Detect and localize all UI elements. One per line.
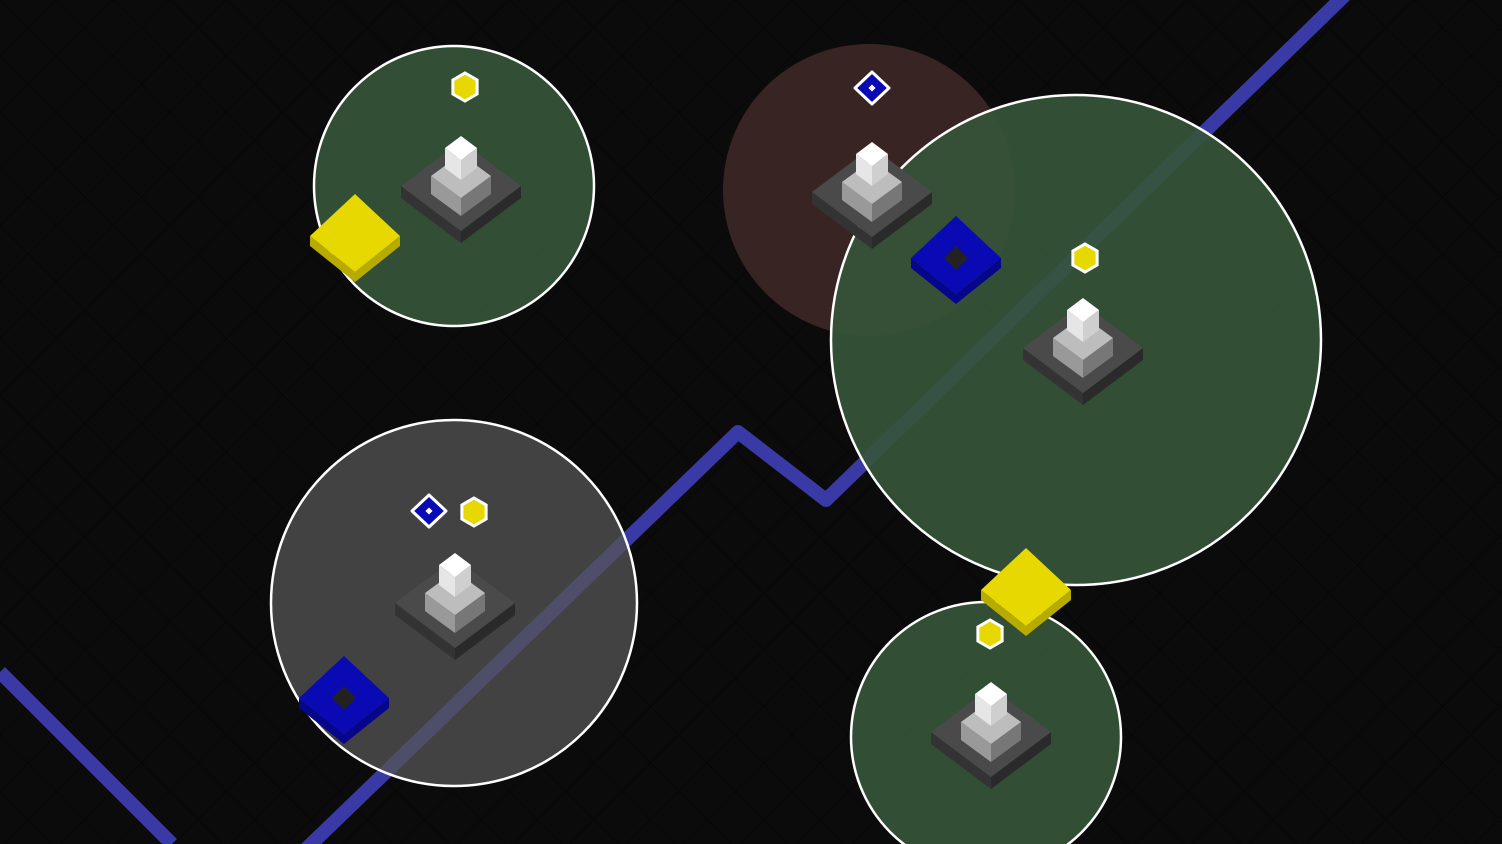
block-top [310,194,400,272]
tower-cube-top [856,142,888,166]
tower-step [991,722,1021,762]
yellow-block[interactable] [310,194,400,282]
yellow-hexagon-icon [1071,242,1099,274]
tower-cube-top [439,553,471,577]
yellow-hexagon-icon [976,618,1004,650]
tower-base-side [872,192,932,249]
block-side [1026,590,1071,636]
diamond-center-dot [425,507,433,515]
tower-cube [1067,310,1083,342]
tower-step [431,176,461,216]
tower-cube [445,148,461,180]
tower-step [842,182,872,222]
tower-cube-top [1067,298,1099,322]
tower-step [872,182,902,222]
tower[interactable] [395,493,515,660]
diamond-center-dot [868,84,876,92]
block-side [299,698,344,744]
tower-step [1083,338,1113,378]
yellow-block[interactable] [981,548,1071,636]
tower-step [425,593,455,633]
tower-cube [872,154,888,186]
yellow-hexagon-icon [460,496,488,528]
block-side [981,590,1026,636]
tower-base-side [931,732,991,789]
block-hole [332,686,356,710]
blue-ring-block[interactable] [299,656,389,744]
tower-base-side [812,192,872,249]
tower[interactable] [812,70,932,249]
tower-step [455,593,485,633]
tower-step [1053,338,1083,378]
tower-cube-top [445,136,477,160]
path-segment [0,667,177,844]
tower-base-side [1083,348,1143,405]
tower[interactable] [401,71,521,243]
tower-cube [1083,310,1099,342]
tower-base-side [991,732,1051,789]
tower-step [961,722,991,762]
block-top [981,548,1071,626]
blue-ring-block[interactable] [911,216,1001,304]
tower-cube [439,565,455,597]
tower-base-side [455,603,515,660]
tower-cube-top [975,682,1007,706]
tower-cube [461,148,477,180]
block-side [956,258,1001,304]
tower-base-side [461,186,521,243]
block-side [310,236,355,282]
tower[interactable] [1023,242,1143,405]
tower[interactable] [931,618,1051,789]
tower-step [461,176,491,216]
tower-base-side [401,186,461,243]
block-side [355,236,400,282]
tower-cube [991,694,1007,726]
yellow-hexagon-icon [451,71,479,103]
block-side [344,698,389,744]
tower-base-side [1023,348,1083,405]
tower-base-side [395,603,455,660]
block-hole [944,246,968,270]
block-side [911,258,956,304]
tower-cube [455,565,471,597]
tower-cube [856,154,872,186]
tower-cube [975,694,991,726]
